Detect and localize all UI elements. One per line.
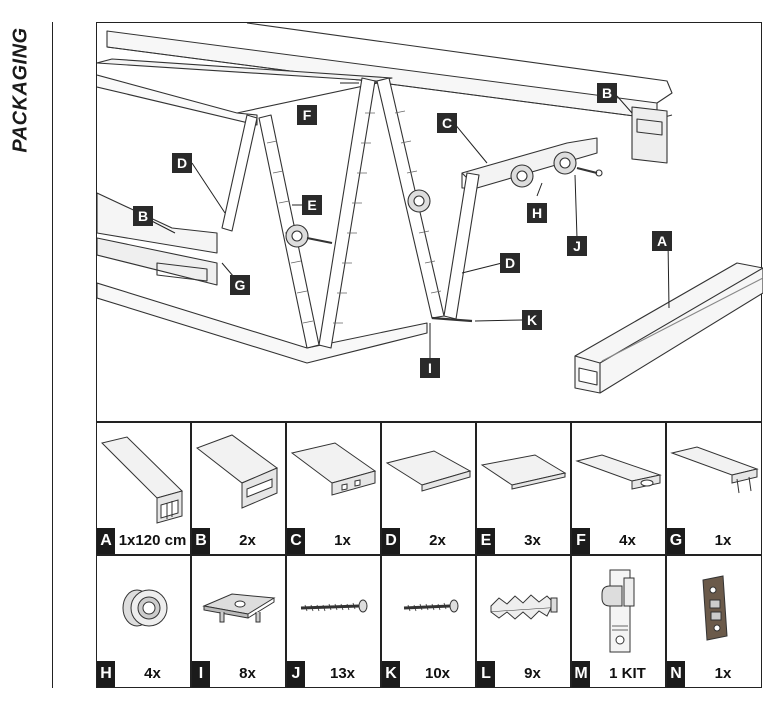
part-quantity: 10x [424,665,451,682]
part-quantity: 8x [239,665,256,682]
callout-a: A [652,231,672,251]
part-letter: J [287,661,305,687]
part-cell-n: N 1x [666,555,762,688]
part-letter: K [382,661,400,687]
callout-g: G [230,275,250,295]
track-profile-icon [101,436,183,524]
part-letter: D [382,528,400,554]
exploded-diagram: B F C D E B G H [96,22,763,422]
panel-slat-icon [385,450,472,492]
part-quantity: 9x [524,665,541,682]
callout-f: F [297,105,317,125]
callout-h: H [527,203,547,223]
svg-text:K: K [527,312,537,328]
exploded-diagram-drawing: B F C D E B G H [97,23,763,394]
part-letter: E [477,528,495,554]
svg-text:D: D [177,155,187,171]
part-quantity: 1x [334,532,351,549]
part-quantity: 4x [619,532,636,549]
part-letter: F [572,528,590,554]
svg-text:B: B [602,85,612,101]
part-letter: L [477,661,495,687]
callout-c: C [437,113,457,133]
callout-d-left: D [172,153,192,173]
parts-grid: A 1x120 cm B 2x C 1x [96,422,762,688]
top-rail-icon [290,442,377,496]
svg-text:F: F [303,107,312,123]
callout-i: I [420,358,440,378]
latch-plate-icon [702,575,728,641]
svg-text:E: E [307,197,316,213]
section-title-wrapper: PACKAGING [6,20,36,160]
callout-j: J [567,236,587,256]
part-cell-c: C 1x [286,422,381,555]
callout-d-right: D [500,253,520,273]
side-channel-icon [195,434,279,509]
part-cell-h: H 4x [96,555,191,688]
end-rail-icon [670,446,759,494]
svg-text:B: B [138,208,148,224]
part-quantity: 2x [429,532,446,549]
part-quantity: 3x [524,532,541,549]
part-letter: N [667,661,685,687]
svg-text:G: G [235,277,246,293]
long-screw-icon [300,599,368,613]
wall-plug-icon [490,594,558,620]
short-screw-icon [403,599,459,613]
callout-b-left: B [133,206,153,226]
flat-slat-icon [480,454,567,490]
side-divider [52,22,53,688]
part-letter: A [97,528,115,554]
lock-kit-icon [601,569,635,653]
part-quantity: 2x [239,532,256,549]
callout-b-top-right: B [597,83,617,103]
part-quantity: 1x120 cm [118,532,187,549]
svg-text:D: D [505,255,515,271]
part-letter: C [287,528,305,554]
roller-wheel-icon [122,589,168,627]
callout-k: K [522,310,542,330]
pivot-plate-icon [202,593,276,623]
part-quantity: 4x [144,665,161,682]
section-title: PACKAGING [9,27,32,153]
svg-text:J: J [573,238,581,254]
part-quantity: 1x [714,532,732,549]
part-letter: H [97,661,115,687]
part-quantity: 1 KIT [609,665,646,682]
svg-text:H: H [532,205,542,221]
part-quantity: 1x [714,665,732,682]
part-cell-f: F 4x [571,422,666,555]
part-letter: B [192,528,210,554]
part-cell-m: M 1 KIT [571,555,666,688]
svg-text:A: A [657,233,667,249]
callout-e: E [302,195,322,215]
svg-text:I: I [428,360,432,376]
hinge-slat-icon [575,454,662,490]
part-letter: I [192,661,210,687]
part-cell-i: I 8x [191,555,286,688]
part-letter: G [667,528,685,554]
svg-text:C: C [442,115,452,131]
part-cell-j: J 13x [286,555,381,688]
part-cell-a: A 1x120 cm [96,422,191,555]
part-cell-d: D 2x [381,422,476,555]
part-cell-g: G 1x [666,422,762,555]
part-letter: M [572,661,590,687]
part-cell-e: E 3x [476,422,571,555]
part-quantity: 13x [329,665,356,682]
part-cell-l: L 9x [476,555,571,688]
part-cell-b: B 2x [191,422,286,555]
part-cell-k: K 10x [381,555,476,688]
